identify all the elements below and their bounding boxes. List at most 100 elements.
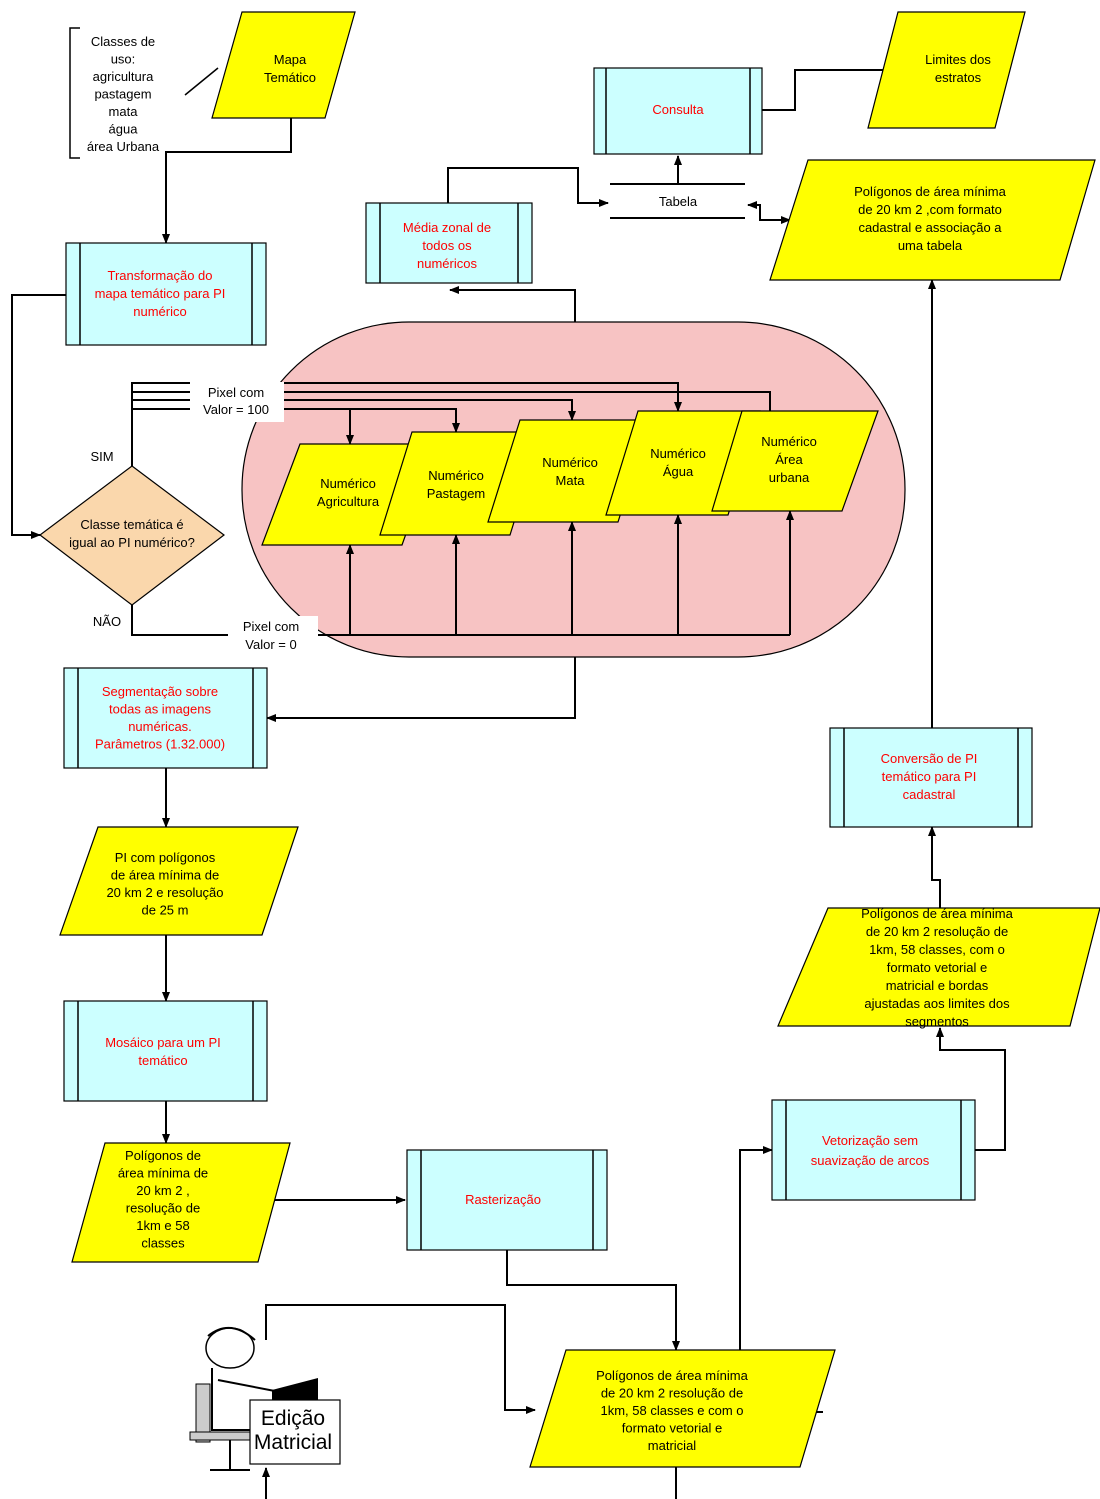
consulta-label-line: Consulta <box>652 102 704 117</box>
segmentacao-label-line: Segmentação sobre <box>102 684 218 699</box>
sim-label-line: SIM <box>90 449 113 464</box>
numerico-urbana-label-line: Numérico <box>761 434 817 449</box>
poligonos-bordas-label-line: de 20 km 2 resolução de <box>866 924 1008 939</box>
nao-label-line: NÃO <box>93 614 121 629</box>
legend-classes-text-line: água <box>109 122 139 137</box>
edicao-label-line: Edição <box>261 1407 325 1430</box>
arrow-to-agricultura <box>282 408 354 445</box>
numerico-mata-label-line: Mata <box>556 473 586 488</box>
numerico-mata-label-line: Numérico <box>542 455 598 470</box>
arrow-to-agua <box>192 382 682 412</box>
arrow-mapa-to-transformacao <box>162 118 292 244</box>
poligonos-tabela-label-line: de 20 km 2 ,com formato <box>858 202 1002 217</box>
pixel-100-label-line: Valor = 100 <box>203 402 269 417</box>
nao-branch <box>131 605 790 636</box>
poligonos-tabela-label-line: uma tabela <box>898 238 963 253</box>
pi-poligonos-label-line: PI com polígonos <box>115 850 216 865</box>
vetorizacao-label-line: Vetorização sem <box>822 1133 918 1148</box>
decision-label-line: igual ao PI numérico? <box>69 535 195 550</box>
numerico-urbana-shape <box>711 410 879 512</box>
mapa-tematico-label-line: Temático <box>264 70 316 85</box>
edicao-label-line: Matricial <box>254 1431 332 1454</box>
sim-branch <box>131 382 192 466</box>
poligonos-bordas-label-line: 1km, 58 classes, com o <box>869 942 1005 957</box>
media-zonal-label-line: Média zonal de <box>403 220 491 235</box>
poligonos-bordas-label-line: formato vetorial e <box>887 960 987 975</box>
sim-label: SIM <box>90 449 113 464</box>
media-zonal-label-line: numéricos <box>417 256 477 271</box>
pi-poligonos-label-line: 20 km 2 e resolução <box>106 885 223 900</box>
poligonos-58-label-line: área mínima de <box>118 1166 208 1181</box>
poligonos-bordas-label-line: ajustadas aos limites dos <box>864 996 1010 1011</box>
legend-classes-text-line: pastagem <box>94 87 151 102</box>
poligonos-vetmat-label-line: 1km, 58 classes e com o <box>600 1403 743 1418</box>
transformacao-box <box>65 242 267 346</box>
arrow-region-to-media <box>449 286 576 322</box>
media-zonal-label: Média zonal de todos os numéricos <box>403 220 491 271</box>
pixel-0-label-line: Valor = 0 <box>245 637 296 652</box>
poligonos-vetmat-label-line: matricial <box>648 1438 697 1453</box>
arrow-region-to-segmentacao <box>266 657 576 722</box>
poligonos-bordas-label-line: segmentos <box>905 1014 969 1029</box>
consulta-box <box>593 67 763 155</box>
edicao-box <box>249 1399 341 1465</box>
pi-poligonos-label-line: de 25 m <box>142 903 189 918</box>
loop-bottom <box>265 1467 677 1499</box>
pixel-0-bg <box>228 616 318 656</box>
pi-poligonos-shape <box>59 826 299 936</box>
decision-diamond <box>39 465 225 606</box>
poligonos-vetmat-shape <box>529 1349 836 1468</box>
mosaico-label-line: Mosáico para um PI <box>105 1035 221 1050</box>
legend-classes-text-line: Classes de <box>91 34 155 49</box>
poligonos-tabela-shape <box>769 159 1096 281</box>
numerico-mata-shape <box>487 419 651 523</box>
numerico-pastagem-label-line: Pastagem <box>427 486 486 501</box>
poligonos-vetmat-label-line: Polígonos de área mínima <box>596 1368 749 1383</box>
mapa-tematico-label-line: Mapa <box>274 52 307 67</box>
media-zonal-label-line: todos os <box>422 238 472 253</box>
pixel-100-label-line: Pixel com <box>208 385 264 400</box>
poligonos-58-shape <box>71 1142 291 1263</box>
poligonos-bordas-label-line: Polígonos de área mínima <box>861 906 1014 921</box>
segmentacao-label-line: Parâmetros (1.32.000) <box>95 737 225 752</box>
legend-classes-text-line: uso: <box>111 52 136 67</box>
mosaico-box <box>63 1000 268 1102</box>
tabela-label-line: Tabela <box>659 194 698 209</box>
numerico-agua-label-line: Água <box>663 464 694 479</box>
mapa-tematico-shape <box>211 11 356 119</box>
mosaico-label: Mosáico para um PI temático <box>105 1035 221 1068</box>
vetorizacao-label-line: suavização de arcos <box>811 1153 930 1168</box>
conversao-box <box>829 727 1033 828</box>
rasterizacao-box <box>406 1149 608 1251</box>
rasterizacao-label-line: Rasterização <box>465 1192 541 1207</box>
conversao-label-line: Conversão de PI <box>881 751 978 766</box>
poligonos-bordas-label: Polígonos de área mínima de 20 km 2 resol… <box>861 906 1014 1029</box>
arrow-bordas-to-conversao <box>928 826 941 908</box>
operator-at-computer-icon <box>189 1327 318 1471</box>
pixel-100-bg <box>190 382 284 422</box>
pi-poligonos-label-line: de área mínima de <box>111 868 219 883</box>
transformacao-label-line: numérico <box>133 304 186 319</box>
numerico-agricultura-label-line: Numérico <box>320 476 376 491</box>
poligonos-bordas-shape <box>777 907 1100 1027</box>
legend-classes-text-line: área Urbana <box>87 139 160 154</box>
transformacao-label-line: mapa temático para PI <box>95 286 226 301</box>
conversao-label-line: cadastral <box>903 787 956 802</box>
numerico-urbana-label-line: urbana <box>769 470 810 485</box>
poligonos-vetmat-label-line: formato vetorial e <box>622 1421 722 1436</box>
legend-pointer <box>184 67 219 96</box>
media-zonal-box <box>365 202 533 284</box>
poligonos-58-label-line: resolução de <box>126 1201 200 1216</box>
mosaico-label-line: temático <box>138 1053 187 1068</box>
